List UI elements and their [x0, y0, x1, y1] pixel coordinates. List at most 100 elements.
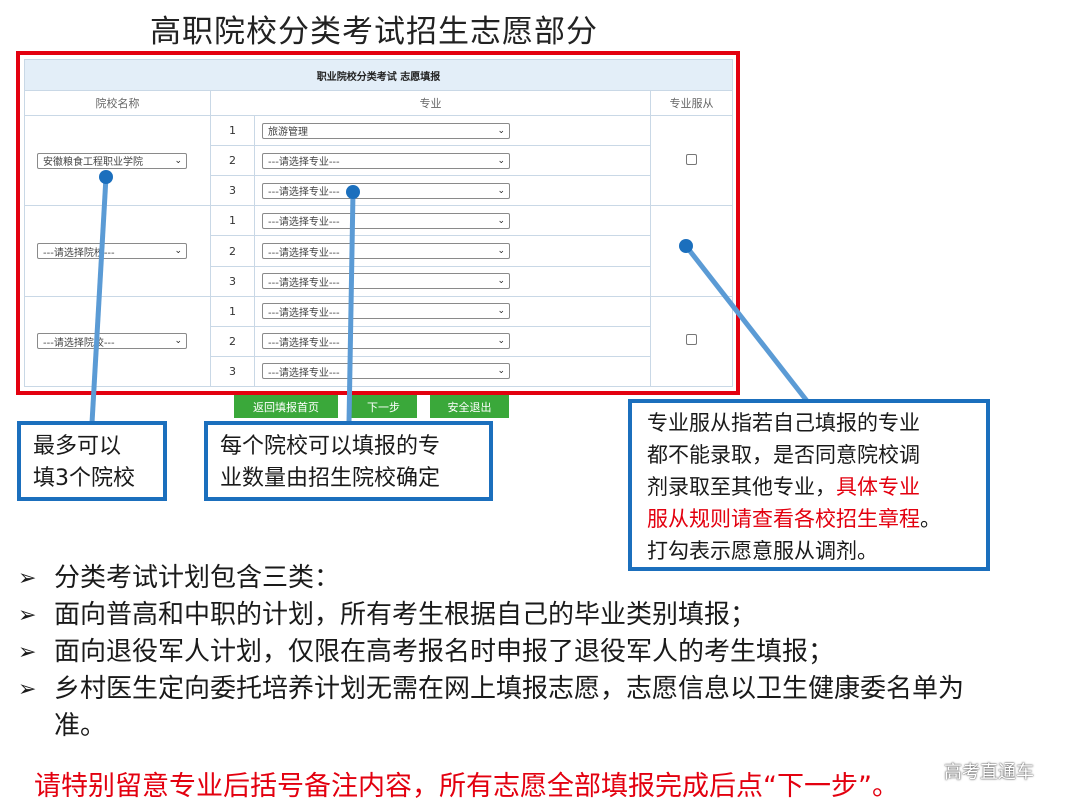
bullet-item: ➢ 面向退役军人计划，仅限在高考报名时申报了退役军人的考生填报；	[18, 634, 1048, 671]
arrow-bullet-icon: ➢	[18, 640, 37, 665]
major-select[interactable]: ---请选择专业--- ⌄	[262, 303, 510, 320]
chevron-down-icon: ⌄	[174, 246, 182, 256]
major-number: 1	[210, 205, 255, 237]
school-select-value: ---请选择院校---	[43, 337, 115, 349]
obey-cell	[649, 205, 734, 297]
major-cell: ---请选择专业--- ⌄	[254, 265, 651, 297]
chevron-down-icon: ⌄	[497, 276, 505, 287]
callout-red-text: 具体专业	[836, 475, 920, 499]
callout-line: 都不能录取，是否同意院校调	[647, 443, 920, 467]
major-number: 2	[210, 235, 255, 267]
bullet-text: 分类考试计划包含三类：	[54, 563, 341, 593]
school-cell: ---请选择院校--- ⌄	[24, 205, 211, 297]
chevron-down-icon: ⌄	[497, 366, 505, 377]
callout-line: 最多可以	[33, 434, 122, 459]
bullet-text: 面向普高和中职的计划，所有考生根据自己的毕业类别填报；	[54, 600, 757, 630]
school-select-value: 安徽粮食工程职业学院	[43, 157, 143, 169]
back-to-home-button[interactable]: 返回填报首页	[234, 395, 338, 418]
callout-line: 剂录取至其他专业，具体专业	[647, 471, 986, 503]
bullet-item: ➢ 分类考试计划包含三类：	[18, 560, 1048, 597]
major-cell: ---请选择专业--- ⌄	[254, 175, 651, 207]
callout-text: 。	[920, 507, 941, 531]
major-number: 2	[210, 145, 255, 177]
major-select[interactable]: ---请选择专业--- ⌄	[262, 273, 510, 290]
bullet-text: 乡村医生定向委托培养计划无需在网上填报志愿，志愿信息以卫生健康委名单为准。	[54, 674, 965, 741]
slide-title: 高职院校分类考试招生志愿部分	[150, 14, 598, 50]
arrow-bullet-icon: ➢	[18, 566, 37, 591]
callout-majors-per-school: 每个院校可以填报的专 业数量由招生院校确定	[204, 421, 493, 501]
arrow-bullet-icon: ➢	[18, 677, 37, 702]
major-cell: 旅游管理 ⌄	[254, 115, 651, 147]
major-select-value: ---请选择专业---	[268, 187, 340, 199]
major-select[interactable]: ---请选择专业--- ⌄	[262, 212, 510, 229]
school-select[interactable]: 安徽粮食工程职业学院 ⌄	[37, 152, 187, 169]
school-select[interactable]: ---请选择院校---⌄	[37, 333, 187, 350]
major-select[interactable]: ---请选择专业--- ⌄	[262, 182, 510, 199]
major-number: 1	[210, 295, 255, 327]
form-title: 职业院校分类考试 志愿填报	[23, 58, 734, 92]
major-select-value: ---请选择专业---	[268, 307, 340, 319]
school-select[interactable]: ---请选择院校--- ⌄	[37, 243, 187, 259]
chevron-down-icon: ⌄	[497, 336, 505, 347]
application-form: 职业院校分类考试 志愿填报 院校名称 专业 专业服从 安徽粮食工程职业学院 ⌄ 1…	[23, 58, 734, 388]
arrow-bullet-icon: ➢	[18, 603, 37, 628]
major-select[interactable]: ---请选择专业--- ⌄	[262, 152, 510, 169]
major-cell: ---请选择专业--- ⌄	[254, 325, 651, 357]
callout-line: 填3个院校	[33, 466, 135, 491]
safe-exit-button[interactable]: 安全退出	[430, 395, 509, 418]
bullet-text: 面向退役军人计划，仅限在高考报名时申报了退役军人的考生填报；	[54, 637, 835, 667]
major-cell: ---请选择专业--- ⌄	[254, 145, 651, 177]
obey-cell	[649, 295, 734, 388]
chevron-down-icon: ⌄	[497, 215, 505, 226]
major-select-value: ---请选择专业---	[268, 337, 340, 349]
major-select[interactable]: 旅游管理 ⌄	[262, 122, 510, 139]
major-select-value: ---请选择专业---	[268, 367, 340, 379]
major-select[interactable]: ---请选择专业--- ⌄	[262, 363, 510, 380]
callout-line: 专业服从指若自己填报的专业	[647, 411, 920, 435]
major-number: 3	[210, 265, 255, 297]
school-cell: ---请选择院校---⌄	[24, 295, 211, 388]
major-select-value: ---请选择专业---	[268, 157, 340, 169]
callout-major-obey: 专业服从指若自己填报的专业 都不能录取，是否同意院校调 剂录取至其他专业，具体专…	[628, 399, 990, 571]
form-frame: 职业院校分类考试 志愿填报 院校名称 专业 专业服从 安徽粮食工程职业学院 ⌄ 1…	[16, 51, 740, 395]
chevron-down-icon: ⌄	[497, 155, 505, 166]
callout-line: 打勾表示愿意服从调剂。	[647, 539, 878, 563]
chevron-down-icon: ⌄	[497, 246, 505, 256]
major-select-value: ---请选择专业---	[268, 217, 340, 229]
chevron-down-icon: ⌄	[497, 185, 505, 196]
watermark: 高考直通车	[944, 762, 1034, 783]
major-select[interactable]: ---请选择专业--- ⌄	[262, 243, 510, 259]
school-cell: 安徽粮食工程职业学院 ⌄	[24, 115, 211, 207]
obey-checkbox[interactable]	[686, 153, 698, 165]
callout-max-schools: 最多可以 填3个院校	[17, 421, 167, 501]
obey-checkbox[interactable]	[686, 334, 698, 346]
next-step-button[interactable]: 下一步	[350, 395, 417, 418]
bullet-item: ➢ 面向普高和中职的计划，所有考生根据自己的毕业类别填报；	[18, 597, 1048, 634]
major-select-value: 旅游管理	[268, 127, 308, 139]
chevron-down-icon: ⌄	[174, 155, 182, 166]
header-obey: 专业服从	[649, 90, 734, 117]
header-major: 专业	[210, 90, 651, 117]
major-cell: ---请选择专业--- ⌄	[254, 355, 651, 388]
callout-text: 剂录取至其他专业，	[647, 475, 836, 499]
callout-red-text: 服从规则请查看各校招生章程	[647, 507, 920, 531]
chevron-down-icon: ⌄	[497, 306, 505, 317]
school-select-value: ---请选择院校---	[43, 247, 115, 259]
chevron-down-icon: ⌄	[497, 125, 505, 136]
major-number: 2	[210, 325, 255, 357]
major-select-value: ---请选择专业---	[268, 277, 340, 289]
bullet-item: ➢ 乡村医生定向委托培养计划无需在网上填报志愿，志愿信息以卫生健康委名单为准。	[18, 671, 1048, 745]
major-cell: ---请选择专业--- ⌄	[254, 295, 651, 327]
major-number: 1	[210, 115, 255, 147]
bullet-list: ➢ 分类考试计划包含三类： ➢ 面向普高和中职的计划，所有考生根据自己的毕业类别填报…	[18, 560, 1048, 745]
callout-line: 每个院校可以填报的专	[220, 434, 441, 459]
obey-cell	[649, 115, 734, 207]
major-select-value: ---请选择专业---	[268, 247, 340, 259]
major-cell: ---请选择专业--- ⌄	[254, 235, 651, 267]
major-number: 3	[210, 355, 255, 388]
header-school: 院校名称	[24, 90, 211, 117]
major-select[interactable]: ---请选择专业--- ⌄	[262, 333, 510, 350]
callout-line: 服从规则请查看各校招生章程。	[647, 503, 986, 535]
red-note: 请特别留意专业后括号备注内容，所有志愿全部填报完成后点“下一步”。	[34, 771, 899, 802]
major-cell: ---请选择专业--- ⌄	[254, 205, 651, 237]
